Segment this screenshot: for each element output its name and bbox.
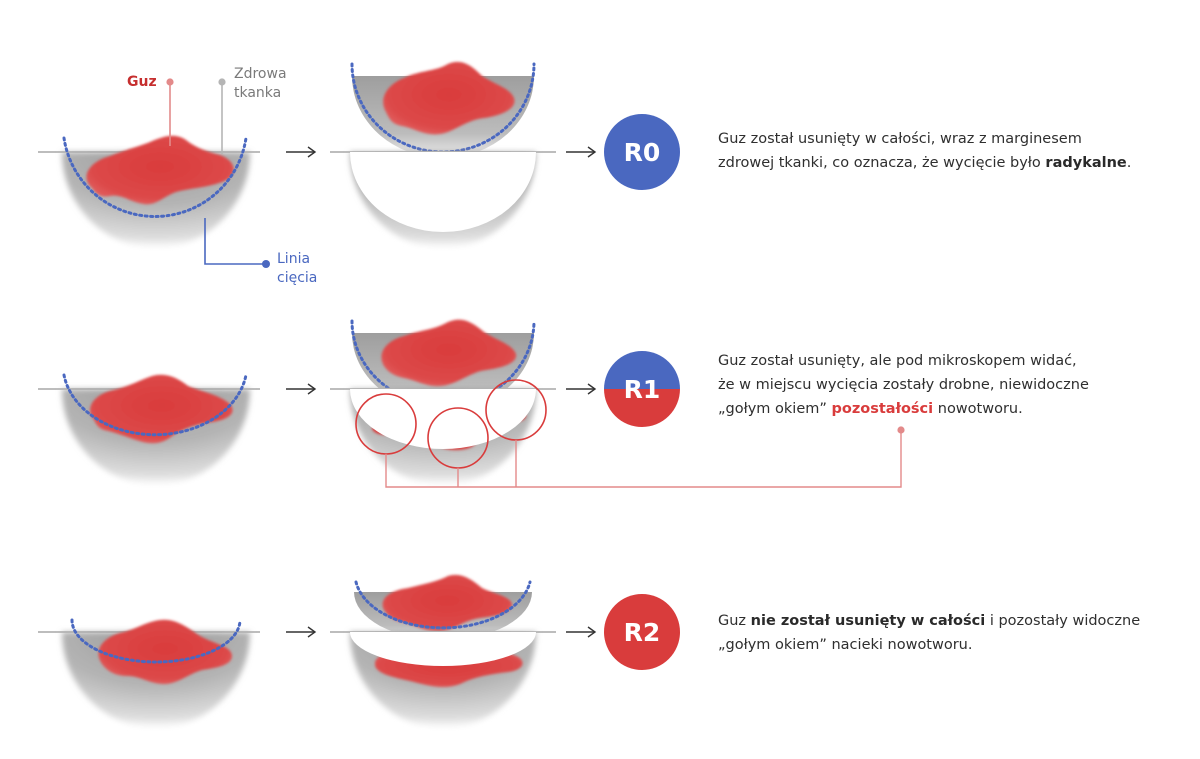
cut-line-dotted xyxy=(62,373,248,437)
healthy-label-1: Zdrowa xyxy=(234,66,287,82)
cutline-label-2: cięcia xyxy=(277,270,317,286)
cutline-label-1: Linia xyxy=(277,251,310,267)
cavity-white xyxy=(350,152,536,232)
description-text: nowotworu. xyxy=(933,401,1023,417)
description-text: że w miejscu wycięcia zostały drobne, ni… xyxy=(718,377,1089,393)
cutline-pointer-line xyxy=(204,218,266,265)
cavity-white xyxy=(350,632,536,666)
excised-cut-line xyxy=(354,580,532,630)
arrow-right-icon xyxy=(566,146,597,158)
description-text: radykalne xyxy=(1045,155,1127,171)
tumor-shape xyxy=(90,374,233,444)
row-r2: R2 xyxy=(38,574,680,728)
cut-line-dotted xyxy=(70,618,242,664)
tumor-shape xyxy=(98,619,233,684)
r0-description: Guz został usunięty w całości, wraz z ma… xyxy=(718,127,1198,175)
r2-badge-text: R2 xyxy=(624,618,661,647)
description-text: „gołym okiem” nacieki nowotworu. xyxy=(718,637,973,653)
healthy-pointer-dot xyxy=(218,78,226,86)
description-text: Guz został usunięty, ale pod mikroskopem… xyxy=(718,353,1077,369)
excised-tumor xyxy=(383,61,515,135)
arrow-right-icon xyxy=(286,383,317,395)
r0-badge-text: R0 xyxy=(624,138,661,167)
arrow-right-icon xyxy=(286,146,317,158)
r1-description: Guz został usunięty, ale pod mikroskopem… xyxy=(718,349,1198,421)
r1-badge-text: R1 xyxy=(624,375,661,404)
arrow-right-icon xyxy=(566,626,597,638)
r0-badge xyxy=(604,114,680,190)
description-text: i pozostały widoczne xyxy=(985,613,1141,629)
description-text: pozostałości xyxy=(831,401,934,417)
cutline-pointer-dot xyxy=(262,260,270,268)
description-text: nie został usunięty w całości xyxy=(750,613,986,629)
r2-description: Guz nie został usunięty w całości i pozo… xyxy=(718,609,1198,657)
r1-badge-top xyxy=(604,351,680,389)
row-r1: R1 xyxy=(38,319,905,488)
description-text: . xyxy=(1126,155,1132,171)
tumor-shape xyxy=(86,135,234,205)
description-text: Guz został usunięty w całości, wraz z ma… xyxy=(718,131,1082,147)
residue-pointer-dot xyxy=(897,426,905,434)
excised-tumor xyxy=(381,319,517,387)
residue-connector xyxy=(385,430,902,488)
r2-badge xyxy=(604,594,680,670)
cavity-white xyxy=(350,389,536,449)
description-text: „gołym okiem” xyxy=(718,401,832,417)
description-text: Guz xyxy=(718,613,751,629)
arrow-right-icon xyxy=(286,626,317,638)
cut-line-dotted xyxy=(62,136,248,218)
tumor-label: Guz xyxy=(127,74,157,90)
r1-badge-bottom xyxy=(604,389,680,427)
healthy-label-2: tkanka xyxy=(234,85,281,101)
tumor-pointer-dot xyxy=(166,78,174,86)
row-r0: Guz Zdrowa tkanka Linia cięcia R0 xyxy=(38,61,680,286)
description-text: zdrowej tkanki, co oznacza, że wycięcie … xyxy=(718,155,1046,171)
excised-tumor xyxy=(382,574,512,632)
arrow-right-icon xyxy=(566,383,597,395)
